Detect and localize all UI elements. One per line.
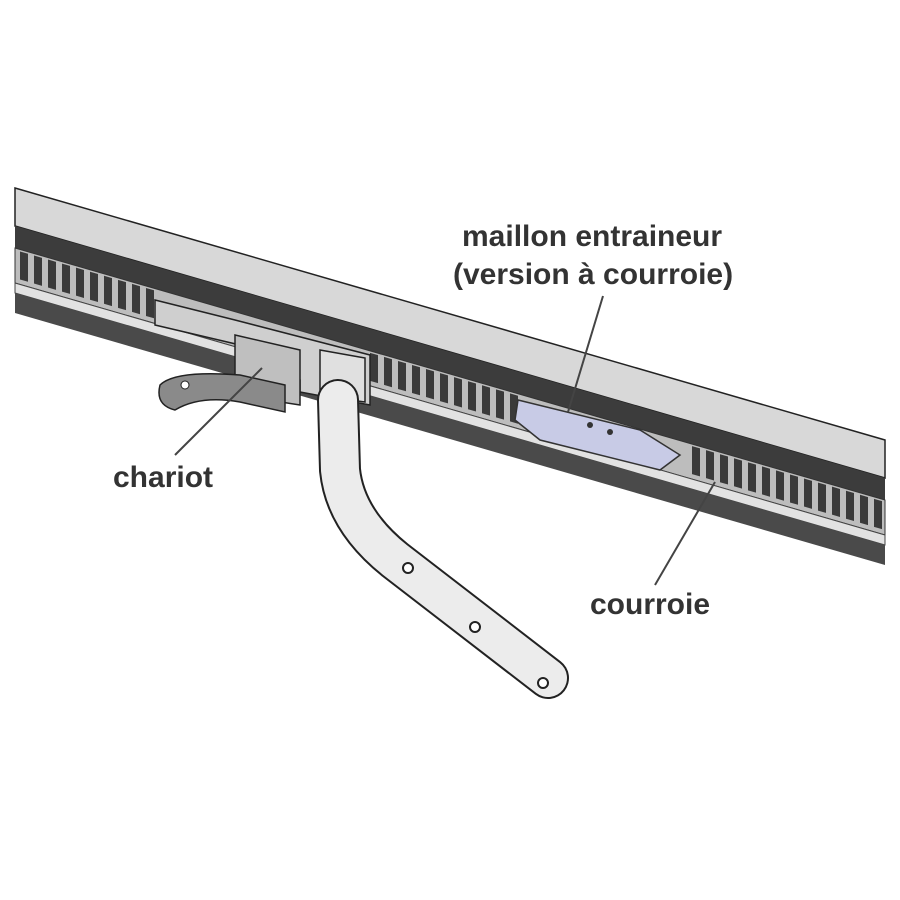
- belt-tooth: [762, 466, 770, 497]
- belt-tooth: [90, 271, 98, 303]
- belt-tooth: [720, 454, 728, 485]
- belt-tooth: [48, 259, 56, 290]
- belt-tooth: [748, 462, 756, 493]
- belt-tooth: [692, 446, 700, 477]
- arm-hole: [402, 562, 414, 574]
- belt-tooth: [440, 373, 448, 404]
- belt-tooth: [860, 494, 868, 526]
- belt-tooth: [846, 490, 854, 522]
- drive-link: [514, 399, 682, 471]
- belt-tooth: [20, 251, 28, 282]
- belt-tooth: [146, 287, 154, 319]
- rail: [14, 187, 886, 565]
- rail-channel: [15, 226, 885, 500]
- belt-tooth: [398, 360, 406, 392]
- leader-line-courroie: [654, 481, 716, 586]
- arm-hole: [469, 621, 481, 633]
- label-version-courroie: (version à courroie): [453, 258, 734, 291]
- belt-tooth: [496, 389, 504, 420]
- door-arm: [317, 379, 569, 699]
- rail-bottom-edge: [15, 293, 885, 565]
- belt-tooth: [874, 498, 882, 530]
- belt-tooth: [104, 275, 112, 307]
- belt-tooth: [426, 369, 434, 400]
- belt-tooth: [706, 450, 714, 481]
- arm-hole: [537, 677, 549, 689]
- label-courroie: courroie: [590, 588, 711, 621]
- carriage: [154, 299, 371, 413]
- belt-tooth: [454, 377, 462, 408]
- belt-tooth: [370, 352, 378, 384]
- belt-tooth: [734, 458, 742, 489]
- label-chariot: chariot: [113, 461, 214, 494]
- belt-tooth: [468, 381, 476, 412]
- belt-tooth: [118, 279, 126, 311]
- belt-tooth: [384, 356, 392, 388]
- leader-line-chariot: [174, 367, 263, 456]
- belt-tooth: [132, 283, 140, 315]
- belt-tooth: [818, 482, 826, 513]
- belt-tooth: [482, 385, 490, 416]
- label-maillon-entraineur: maillon entraineur: [462, 220, 723, 253]
- belt-tooth: [76, 267, 84, 298]
- belt-tooth: [776, 470, 784, 501]
- belt-tooth: [832, 486, 840, 517]
- belt-tooth: [412, 364, 420, 396]
- leader-line-maillon: [567, 295, 604, 413]
- belt-tooth: [790, 474, 798, 505]
- belt-tooth: [62, 263, 70, 294]
- belt-tooth: [804, 478, 812, 509]
- belt-tooth: [34, 255, 42, 286]
